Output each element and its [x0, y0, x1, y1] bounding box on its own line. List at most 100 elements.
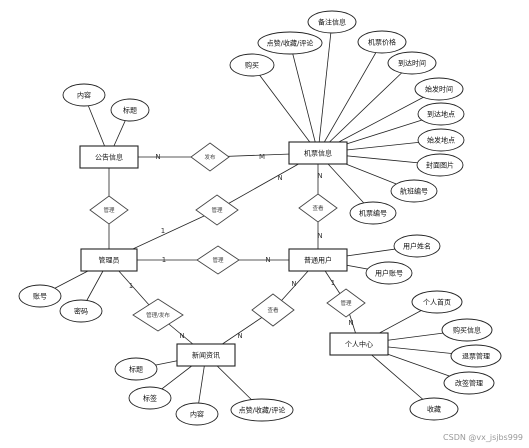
attribute-center-buy-info: 购买信息 [441, 318, 493, 342]
cardinality-news-admin: 1 [129, 282, 133, 290]
attribute-label: 内容 [190, 410, 204, 419]
diagram-nodes: 内容标题购买点赞/收藏/评论备注信息机票价格到达时间始发时间到达地点始发地点封面… [18, 10, 502, 426]
attribute-ticket-like: 点赞/收藏/评论 [257, 31, 323, 55]
attribute-ellipse [393, 234, 441, 258]
entity-bulletin: 公告信息 [79, 145, 139, 169]
attribute-ellipse [390, 179, 438, 203]
cardinality-center-center: N [348, 319, 353, 327]
attribute-ellipse [349, 201, 397, 225]
entity-box [329, 332, 389, 356]
relationship-label: 管理 [212, 256, 224, 264]
relationship-diamond [89, 195, 129, 225]
attribute-ticket-no: 机票编号 [349, 201, 397, 225]
attribute-label: 收藏 [427, 405, 441, 414]
relationship-publish: 发布 [190, 142, 230, 172]
attribute-ellipse [409, 397, 459, 421]
attribute-ellipse [417, 128, 465, 152]
relationship-label: 管理/发布 [146, 311, 170, 319]
edge-ticket-ticket-like [289, 42, 319, 154]
attribute-news-title: 标题 [114, 357, 158, 381]
attribute-label: 购买 [245, 61, 259, 70]
attribute-label: 始发时间 [425, 85, 453, 94]
relationship-manage-bulletin: 管理 [89, 195, 129, 225]
attribute-label: 机票价格 [368, 38, 396, 47]
attribute-center-home: 个人首页 [411, 290, 463, 314]
attribute-label: 标题 [129, 365, 143, 374]
cardinality-view-news-user: N [291, 280, 296, 288]
relationship-manage-publish-news: 管理/发布 [132, 298, 184, 332]
relationship-manage-ticket: 管理 [195, 194, 239, 226]
attribute-label: 到达时间 [398, 59, 426, 68]
attribute-ticket-depart-time: 始发时间 [414, 77, 464, 101]
attribute-label: 购买信息 [453, 326, 481, 335]
cardinality-manage-user-admin: 1 [162, 256, 166, 264]
attribute-ellipse [175, 402, 219, 426]
attribute-label: 标签 [143, 394, 157, 403]
attribute-center-refund: 退票管理 [450, 344, 502, 368]
cardinality-manage-ticket-ticket: N [277, 174, 282, 182]
attribute-label: 封面图片 [426, 161, 454, 170]
entity-label: 公告信息 [95, 153, 123, 162]
attribute-user-name: 用户姓名 [393, 234, 441, 258]
attribute-ellipse [128, 386, 172, 410]
entity-user: 普通用户 [288, 248, 348, 272]
attribute-ellipse [414, 77, 464, 101]
relationship-label: 管理 [211, 206, 223, 214]
relationship-diamond [251, 293, 295, 327]
entity-box [288, 248, 348, 272]
cardinality-view-ticket-ticket: N [317, 172, 322, 180]
entity-box [176, 343, 236, 367]
attribute-label: 个人首页 [423, 298, 451, 307]
attribute-ellipse [416, 153, 464, 177]
relationship-diamond [195, 194, 239, 226]
attribute-ellipse [110, 98, 150, 122]
attribute-label: 点赞/收藏/评论 [239, 406, 286, 415]
relationship-view-ticket: 查看 [298, 193, 338, 223]
attribute-label: 用户姓名 [403, 242, 431, 251]
cardinality-publish-left: N [155, 153, 160, 161]
cardinality-news-news-a: N [179, 332, 184, 340]
attribute-bulletin-title: 标题 [110, 98, 150, 122]
attribute-label: 账号 [33, 292, 47, 301]
entity-label: 个人中心 [345, 340, 373, 349]
relationship-manage-center: 管理 [326, 288, 366, 318]
entity-center: 个人中心 [329, 332, 389, 356]
attribute-bulletin-content: 内容 [62, 83, 106, 107]
relationship-diamond [190, 142, 230, 172]
attribute-ellipse [441, 318, 493, 342]
cardinality-center-user: 1 [331, 279, 335, 287]
relationship-diamond [196, 245, 240, 275]
attribute-ticket-arrive-time: 到达时间 [387, 51, 437, 75]
attribute-ticket-cover: 封面图片 [416, 153, 464, 177]
attribute-ellipse [230, 398, 294, 422]
attribute-ellipse [443, 371, 495, 395]
relationship-label: 管理 [340, 299, 352, 307]
attribute-user-account: 用户账号 [365, 261, 413, 285]
attribute-ellipse [114, 357, 158, 381]
edge-ticket-ticket-remark [317, 21, 333, 154]
relationship-label: 查看 [267, 306, 279, 314]
attribute-admin-account: 账号 [18, 284, 62, 308]
relationship-diamond [326, 288, 366, 318]
attribute-ellipse [387, 51, 437, 75]
attribute-label: 始发地点 [427, 136, 455, 145]
attribute-news-content: 内容 [175, 402, 219, 426]
entity-box [79, 145, 139, 169]
attribute-label: 备注信息 [318, 18, 346, 27]
entity-ticket: 机票信息 [288, 141, 348, 165]
entity-label: 普通用户 [304, 256, 332, 265]
cardinality-manage-ticket-admin: 1 [161, 227, 165, 235]
attribute-ellipse [59, 299, 103, 323]
relationship-label: 管理 [103, 206, 115, 214]
attribute-ellipse [365, 261, 413, 285]
relationship-label: 查看 [312, 204, 324, 212]
entity-box [80, 248, 138, 272]
attribute-label: 密码 [74, 307, 88, 316]
attribute-news-like: 点赞/收藏/评论 [230, 398, 294, 422]
attribute-ellipse [229, 53, 275, 77]
relationship-view-news: 查看 [251, 293, 295, 327]
attribute-ticket-buy: 购买 [229, 53, 275, 77]
attribute-label: 航班编号 [400, 187, 428, 196]
